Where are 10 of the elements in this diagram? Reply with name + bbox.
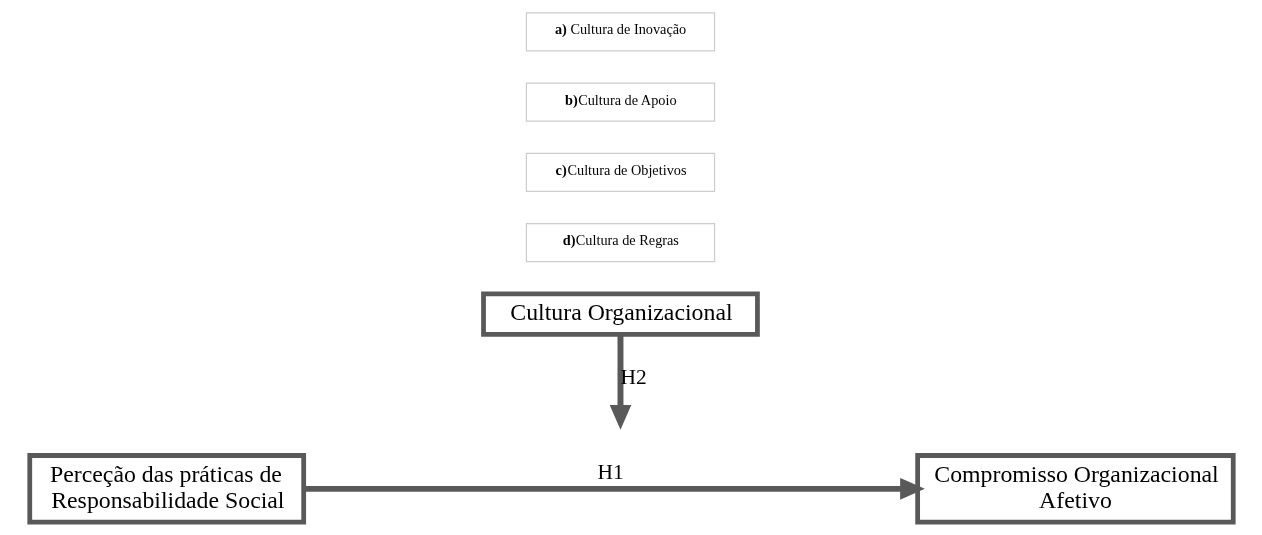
- node-box: c)Cultura de Objetivos: [525, 152, 715, 193]
- arrow: [303, 478, 925, 500]
- node-box: Cultura Organizacional: [480, 291, 760, 337]
- node-box: d)Cultura de Regras: [525, 223, 715, 263]
- edge-label: H1: [597, 459, 624, 484]
- node-box: Perceção das práticas de Responsabilidade Social: [26, 453, 306, 525]
- arrow: [609, 334, 631, 430]
- node-box: a) Cultura de Inovação: [525, 12, 715, 52]
- node-box: b)Cultura de Apoio: [525, 82, 715, 122]
- node-box: Compromisso Organizacional Afetivo: [914, 453, 1236, 525]
